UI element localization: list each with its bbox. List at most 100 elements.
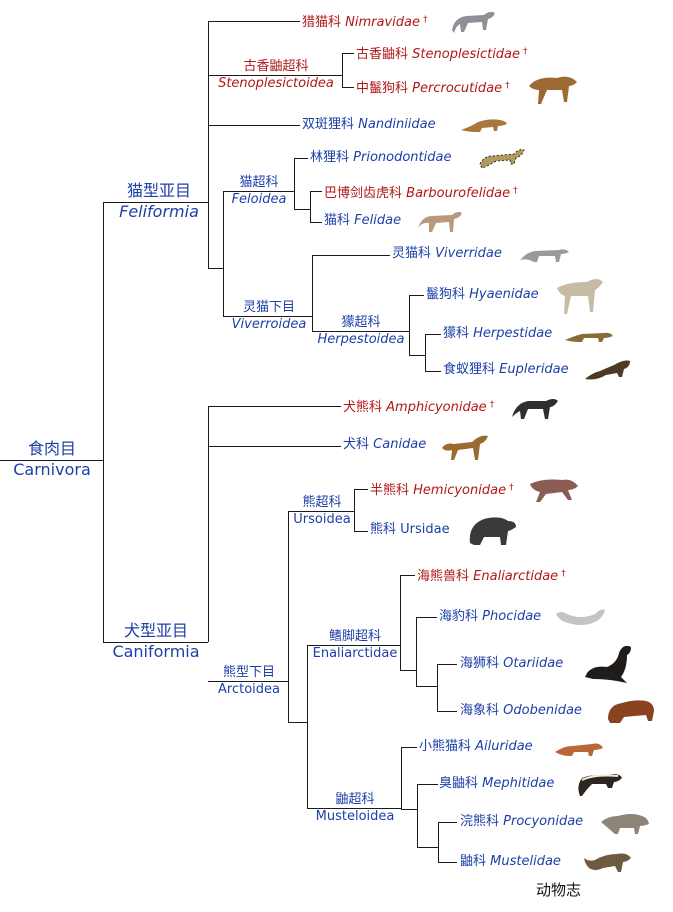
extinct-marker: † bbox=[489, 400, 495, 410]
branch-line bbox=[223, 316, 312, 317]
node-feloidea: 猫超科 Feloidea bbox=[226, 174, 292, 208]
family-barbourofelidae: 巴博剑齿虎科 Barbourofelidae† bbox=[324, 186, 518, 201]
mongoose-icon bbox=[565, 332, 613, 342]
node-pinnipedia: 鳍脚超科 Enaliarctidae bbox=[309, 628, 401, 662]
branch-line bbox=[342, 87, 354, 88]
node-label-zh: 犬型亚目 bbox=[123, 621, 188, 640]
node-label-la: Carnivora bbox=[13, 460, 91, 479]
node-label-la: Stenoplesictoidea bbox=[218, 76, 334, 91]
branch-line bbox=[416, 617, 437, 618]
branch-line bbox=[208, 681, 288, 682]
branch-line bbox=[288, 511, 354, 512]
branch-line bbox=[354, 489, 368, 490]
walrus-icon bbox=[608, 700, 654, 723]
branch-line bbox=[208, 446, 341, 447]
branch-line bbox=[208, 21, 300, 22]
node-herpestoidea: 獴超科 Herpestoidea bbox=[313, 314, 409, 348]
family-enaliarctidae: 海熊兽科 Enaliarctidae† bbox=[417, 569, 566, 584]
branch-line bbox=[401, 747, 417, 748]
branch-line bbox=[416, 686, 437, 687]
linsang-icon bbox=[479, 149, 525, 169]
branch-line bbox=[312, 255, 313, 331]
branch-line bbox=[310, 191, 322, 192]
node-label-la: Enaliarctidae bbox=[312, 646, 398, 661]
branch-line bbox=[223, 191, 294, 192]
branch-line bbox=[438, 862, 457, 863]
branch-line bbox=[288, 511, 289, 722]
branch-line bbox=[223, 191, 224, 317]
branch-line bbox=[103, 202, 104, 642]
branch-line bbox=[294, 158, 295, 209]
family-hemicyonidae: 半熊科 Hemicyonidae† bbox=[370, 483, 514, 498]
family-canidae: 犬科 Canidae bbox=[343, 437, 427, 452]
family-percrocutidae: 中鬣狗科 Percrocutidae† bbox=[356, 81, 510, 96]
branch-line bbox=[103, 642, 208, 643]
branch-line bbox=[310, 222, 322, 223]
bear-icon bbox=[469, 517, 516, 545]
branch-line bbox=[401, 747, 402, 809]
branch-line bbox=[425, 334, 441, 335]
family-viverridae: 灵猫科 Viverridae bbox=[392, 246, 502, 261]
family-nandiniidae: 双斑狸科 Nandiniidae bbox=[302, 117, 436, 132]
node-label-la: Feliformia bbox=[119, 202, 199, 221]
branch-line bbox=[312, 331, 409, 332]
branch-line bbox=[208, 268, 223, 269]
node-label-zh: 熊超科 bbox=[302, 495, 342, 510]
node-carnivora: 食肉目 Carnivora bbox=[6, 438, 98, 480]
branch-line bbox=[208, 21, 209, 268]
bear-dog-icon bbox=[512, 399, 558, 419]
civet-icon bbox=[520, 249, 569, 262]
branch-line bbox=[400, 575, 401, 670]
node-label-zh: 獴超科 bbox=[341, 315, 381, 330]
skunk-icon bbox=[578, 774, 622, 796]
family-amphicyonidae: 犬熊科 Amphicyonidae† bbox=[343, 400, 495, 415]
nimravid-icon bbox=[452, 11, 495, 33]
family-procyonidae: 浣熊科 Procyonidae bbox=[460, 814, 584, 829]
family-mustelidae: 鼬科 Mustelidae bbox=[460, 854, 561, 869]
fossa-icon bbox=[585, 360, 630, 380]
family-nimravidae: 猎猫科 Nimravidae† bbox=[302, 15, 428, 30]
family-stenoplesictidae: 古香鼬科 Stenoplesictidae† bbox=[356, 47, 528, 62]
caption: 动物志 bbox=[536, 881, 582, 899]
node-label-zh: 食肉目 bbox=[27, 439, 76, 458]
node-label-zh: 灵猫下目 bbox=[242, 300, 295, 315]
node-label-la: Caniformia bbox=[112, 642, 200, 661]
branch-line bbox=[409, 355, 425, 356]
branch-line bbox=[416, 617, 417, 686]
branch-line bbox=[342, 53, 354, 54]
branch-line bbox=[400, 670, 416, 671]
node-label-zh: 猫型亚目 bbox=[126, 181, 191, 200]
node-label-zh: 古香鼬超科 bbox=[243, 59, 309, 74]
branch-line bbox=[437, 664, 457, 665]
branch-line bbox=[294, 158, 308, 159]
node-feliformia: 猫型亚目 Feliformia bbox=[110, 180, 208, 222]
branch-line bbox=[425, 371, 441, 372]
node-label-la: Viverroidea bbox=[231, 317, 307, 332]
family-eupleridae: 食蚁狸科 Eupleridae bbox=[443, 362, 569, 377]
branch-line bbox=[310, 191, 311, 222]
node-label-la: Ursoidea bbox=[293, 512, 351, 527]
family-herpestidae: 獴科 Herpestidae bbox=[443, 326, 553, 341]
seal-icon bbox=[556, 609, 605, 625]
branch-line bbox=[417, 784, 418, 847]
family-hyaenidae: 鬣狗科 Hyaenidae bbox=[426, 287, 539, 302]
african-palm-civet-icon bbox=[461, 119, 507, 132]
branch-line bbox=[307, 808, 401, 809]
branch-line bbox=[307, 645, 400, 646]
extinct-marker: † bbox=[505, 81, 510, 91]
branch-line bbox=[409, 295, 410, 355]
node-label-la: Herpestoidea bbox=[317, 332, 405, 347]
branch-line bbox=[294, 209, 310, 210]
family-felidae: 猫科 Felidae bbox=[324, 213, 402, 228]
branch-line bbox=[354, 489, 355, 531]
branch-line bbox=[354, 531, 368, 532]
branch-line bbox=[103, 202, 208, 203]
branch-line bbox=[0, 460, 103, 461]
branch-line bbox=[425, 334, 426, 371]
node-label-la: Feloidea bbox=[231, 192, 287, 207]
family-prionodontidae: 林狸科 Prionodontidae bbox=[310, 150, 452, 165]
branch-line bbox=[208, 125, 300, 126]
branch-line bbox=[342, 53, 343, 87]
family-phocidae: 海豹科 Phocidae bbox=[439, 609, 542, 624]
hemicyonid-icon bbox=[530, 479, 578, 502]
